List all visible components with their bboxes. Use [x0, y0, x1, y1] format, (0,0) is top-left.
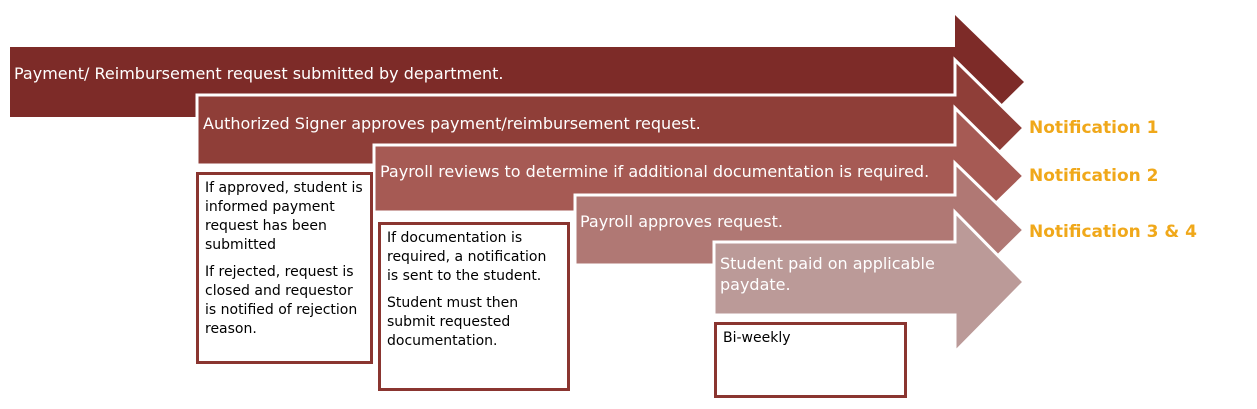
rejected-note: If rejected, request is closed and reque…: [205, 264, 358, 337]
payment-frequency-text: Bi-weekly: [723, 330, 791, 346]
notification-2-label: Notification 2: [1029, 166, 1159, 186]
step-4-label: Payroll approves request.: [580, 212, 783, 231]
payment-frequency-note: Bi-weekly: [714, 322, 907, 398]
step-3-label: Payroll reviews to determine if addition…: [380, 162, 930, 181]
step-5-label: Student paid on applicable paydate.: [720, 254, 935, 294]
signer-outcome-note: If approved, student is informed payment…: [196, 172, 373, 364]
approved-note: If approved, student is informed payment…: [205, 180, 363, 253]
step-2-label: Authorized Signer approves payment/reimb…: [203, 114, 701, 133]
documentation-note: If documentation is required, a notifica…: [378, 222, 570, 391]
step-arrow-5: [712, 208, 1027, 356]
submit-documentation-note: Student must then submit requested docum…: [387, 295, 519, 349]
documentation-required-note: If documentation is required, a notifica…: [387, 230, 547, 284]
step-1-label: Payment/ Reimbursement request submitted…: [14, 64, 504, 83]
notification-3-4-label: Notification 3 & 4: [1029, 222, 1197, 242]
notification-1-label: Notification 1: [1029, 118, 1159, 138]
